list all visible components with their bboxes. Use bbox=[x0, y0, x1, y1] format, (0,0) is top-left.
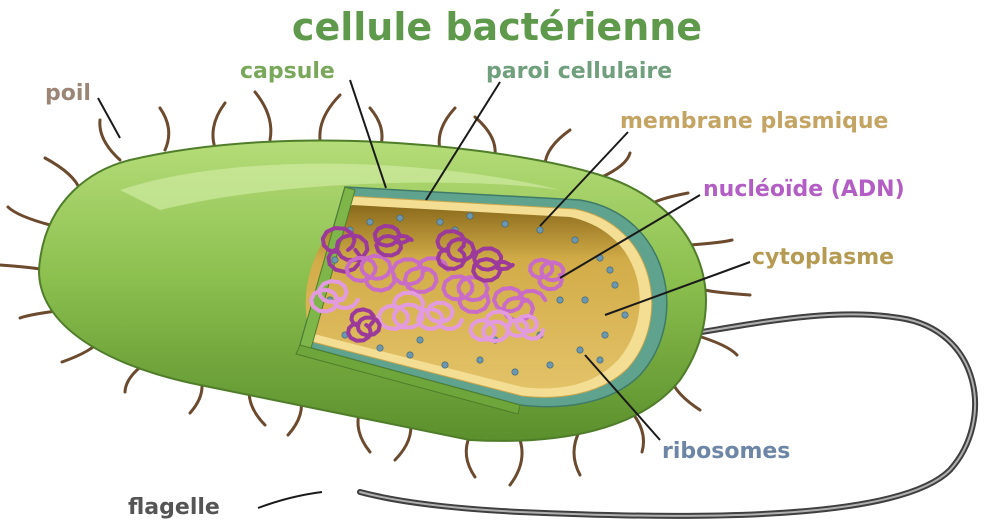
ribosome-dot bbox=[367, 219, 373, 225]
ribosome-dot bbox=[442, 362, 448, 368]
label-poil: poil bbox=[45, 81, 91, 106]
ribosome-dot bbox=[417, 337, 423, 343]
ribosome-dot bbox=[477, 357, 483, 363]
ribosome-dot bbox=[467, 213, 473, 219]
hair-pilus bbox=[45, 158, 80, 190]
label-paroi-cellulaire: paroi cellulaire bbox=[486, 59, 672, 84]
ribosome-dot bbox=[502, 221, 508, 227]
ribosome-dot bbox=[547, 362, 553, 368]
ribosome-dot bbox=[332, 257, 338, 263]
label-cytoplasme: cytoplasme bbox=[752, 245, 894, 270]
ribosome-dot bbox=[582, 297, 588, 303]
ribosome-dot bbox=[377, 345, 383, 351]
hair-pilus bbox=[545, 130, 570, 165]
leader-flagelle bbox=[258, 492, 322, 508]
ribosome-dot bbox=[607, 267, 613, 273]
ribosome-dot bbox=[397, 215, 403, 221]
hair-pilus bbox=[690, 240, 732, 245]
ribosome-dot bbox=[622, 312, 628, 318]
hair-pilus bbox=[439, 108, 455, 150]
ribosome-dot bbox=[597, 357, 603, 363]
hair-pilus bbox=[100, 120, 120, 160]
hair-pilus bbox=[466, 435, 475, 477]
hair-pilus bbox=[255, 92, 271, 140]
diagram-title: cellule bactérienne bbox=[292, 5, 702, 49]
label-nucleoide: nucléoïde (ADN) bbox=[703, 177, 905, 202]
hair-pilus bbox=[510, 440, 522, 485]
ribosome-dot bbox=[437, 219, 443, 225]
label-membrane-plasmique: membrane plasmique bbox=[620, 109, 888, 134]
label-capsule: capsule bbox=[240, 59, 335, 84]
ribosome-dot bbox=[512, 369, 518, 375]
ribosome-dot bbox=[537, 227, 543, 233]
label-ribosomes: ribosomes bbox=[662, 439, 790, 464]
hair-pilus bbox=[705, 290, 750, 295]
ribosome-dot bbox=[572, 237, 578, 243]
hair-pilus bbox=[320, 95, 340, 140]
hair-pilus bbox=[8, 207, 50, 225]
hair-pilus bbox=[475, 117, 495, 155]
ribosome-dot bbox=[612, 282, 618, 288]
hair-pilus bbox=[574, 430, 580, 475]
hair-pilus bbox=[213, 103, 225, 148]
ribosome-dot bbox=[602, 332, 608, 338]
ribosome-dot bbox=[577, 347, 583, 353]
hair-pilus bbox=[160, 108, 169, 150]
ribosome-dot bbox=[407, 352, 413, 358]
label-flagelle: flagelle bbox=[128, 495, 220, 520]
ribosome-dot bbox=[557, 297, 563, 303]
